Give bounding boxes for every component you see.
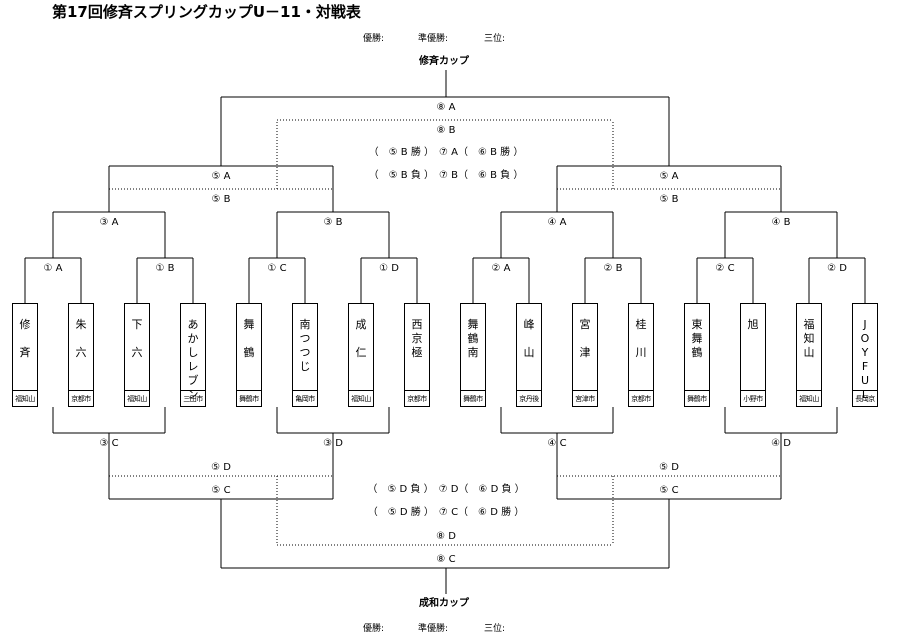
team-name: 桂 川 — [635, 318, 647, 359]
r1-match-label: ① C — [267, 263, 287, 274]
r3-match-label: ⑤ D — [659, 462, 679, 473]
r1-match-label: ② D — [827, 263, 847, 274]
team-box: 下 六福知山 — [124, 303, 150, 407]
r2-winner-label: ③ B — [323, 217, 343, 228]
team-location: 福知山 — [12, 390, 38, 408]
team-box: 舞 鶴 南舞鶴市 — [460, 303, 486, 407]
team-box: 峰 山京丹後 — [516, 303, 542, 407]
team-name: 修 斉 — [19, 318, 31, 359]
team-name: 舞 鶴 南 — [467, 318, 479, 359]
cup-title-top: 修斉カップ — [419, 56, 469, 67]
final-match-label: ⑧ A — [436, 102, 456, 113]
runner-up-label-top: 準優勝: — [418, 34, 449, 44]
team-location: 京都市 — [628, 390, 654, 408]
team-location: 小野市 — [740, 390, 766, 408]
third-place-label-top: 三位: — [484, 34, 506, 44]
placement-match-label: （ ⑤ B 負 ） ⑦ B（ ⑥ B 負 ） — [368, 170, 524, 181]
team-name: あ か し レ ブ ン — [187, 318, 199, 401]
final-match-label: ⑧ D — [436, 531, 456, 542]
team-name: 南 つ つ じ — [299, 318, 311, 373]
team-name: 福 知 山 — [803, 318, 815, 359]
r2-winner-label: ④ B — [771, 217, 791, 228]
team-location: 福知山 — [124, 390, 150, 408]
r2-winner-label: ③ A — [99, 217, 119, 228]
page-title: 第17回修斉スプリングカップU－11・対戦表 — [52, 3, 361, 21]
r1-match-label: ② A — [491, 263, 511, 274]
team-name: 峰 山 — [523, 318, 535, 359]
team-box: 東 舞 鶴舞鶴市 — [684, 303, 710, 407]
team-location: 舞鶴市 — [460, 390, 486, 408]
placement-match-label: （ ⑤ B 勝 ） ⑦ A（ ⑥ B 勝 ） — [368, 147, 524, 158]
r1-match-label: ② B — [603, 263, 623, 274]
team-location: 福知山 — [796, 390, 822, 408]
team-location: 京丹後 — [516, 390, 542, 408]
placement-match-label: （ ⑤ D 勝 ） ⑦ C（ ⑥ D 勝 ） — [367, 507, 525, 518]
team-box: 西 京 極京都市 — [404, 303, 430, 407]
winner-label-top: 優勝: — [363, 34, 385, 44]
team-location: 舞鶴市 — [236, 390, 262, 408]
team-box: 舞 鶴舞鶴市 — [236, 303, 262, 407]
winner-label-bottom: 優勝: — [363, 624, 385, 634]
team-name: 舞 鶴 — [243, 318, 255, 359]
team-box: 桂 川京都市 — [628, 303, 654, 407]
runner-up-label-bottom: 準優勝: — [418, 624, 449, 634]
team-location: 三田市 — [180, 390, 206, 408]
r1-match-label: ① D — [379, 263, 399, 274]
team-location: 亀岡市 — [292, 390, 318, 408]
r3-match-label: ⑤ D — [211, 462, 231, 473]
team-box: 朱 六京都市 — [68, 303, 94, 407]
team-box: あ か し レ ブ ン三田市 — [180, 303, 206, 407]
team-location: 宮津市 — [572, 390, 598, 408]
r3-match-label: ⑤ C — [211, 485, 231, 496]
r3-match-label: ⑤ B — [211, 194, 231, 205]
final-match-label: ⑧ C — [436, 554, 456, 565]
r2-loser-label: ③ C — [99, 438, 119, 449]
r3-match-label: ⑤ B — [659, 194, 679, 205]
r2-loser-label: ④ C — [547, 438, 567, 449]
team-name: 西 京 極 — [411, 318, 423, 359]
team-box: 旭小野市 — [740, 303, 766, 407]
team-name: J O Y F U L — [860, 318, 870, 401]
team-location: 福知山 — [348, 390, 374, 408]
team-name: 朱 六 — [75, 318, 87, 359]
r1-match-label: ② C — [715, 263, 735, 274]
team-location: 長岡京 — [852, 390, 878, 408]
team-box: 修 斉福知山 — [12, 303, 38, 407]
team-name: 旭 — [747, 318, 759, 331]
r3-match-label: ⑤ A — [659, 171, 679, 182]
team-box: 福 知 山福知山 — [796, 303, 822, 407]
r2-loser-label: ④ D — [771, 438, 791, 449]
team-location: 舞鶴市 — [684, 390, 710, 408]
r2-winner-label: ④ A — [547, 217, 567, 228]
team-box: 宮 津宮津市 — [572, 303, 598, 407]
r1-match-label: ① B — [155, 263, 175, 274]
team-name: 成 仁 — [355, 318, 367, 359]
placement-match-label: （ ⑤ D 負 ） ⑦ D（ ⑥ D 負 ） — [367, 484, 525, 495]
r1-match-label: ① A — [43, 263, 63, 274]
team-name: 東 舞 鶴 — [691, 318, 703, 359]
r3-match-label: ⑤ A — [211, 171, 231, 182]
team-name: 下 六 — [131, 318, 143, 359]
team-box: 成 仁福知山 — [348, 303, 374, 407]
third-place-label-bottom: 三位: — [484, 624, 506, 634]
team-location: 京都市 — [68, 390, 94, 408]
team-location: 京都市 — [404, 390, 430, 408]
r3-match-label: ⑤ C — [659, 485, 679, 496]
team-box: 南 つ つ じ亀岡市 — [292, 303, 318, 407]
r2-loser-label: ③ D — [323, 438, 343, 449]
cup-title-bottom: 成和カップ — [419, 598, 469, 609]
team-name: 宮 津 — [579, 318, 591, 359]
final-match-label: ⑧ B — [436, 125, 456, 136]
